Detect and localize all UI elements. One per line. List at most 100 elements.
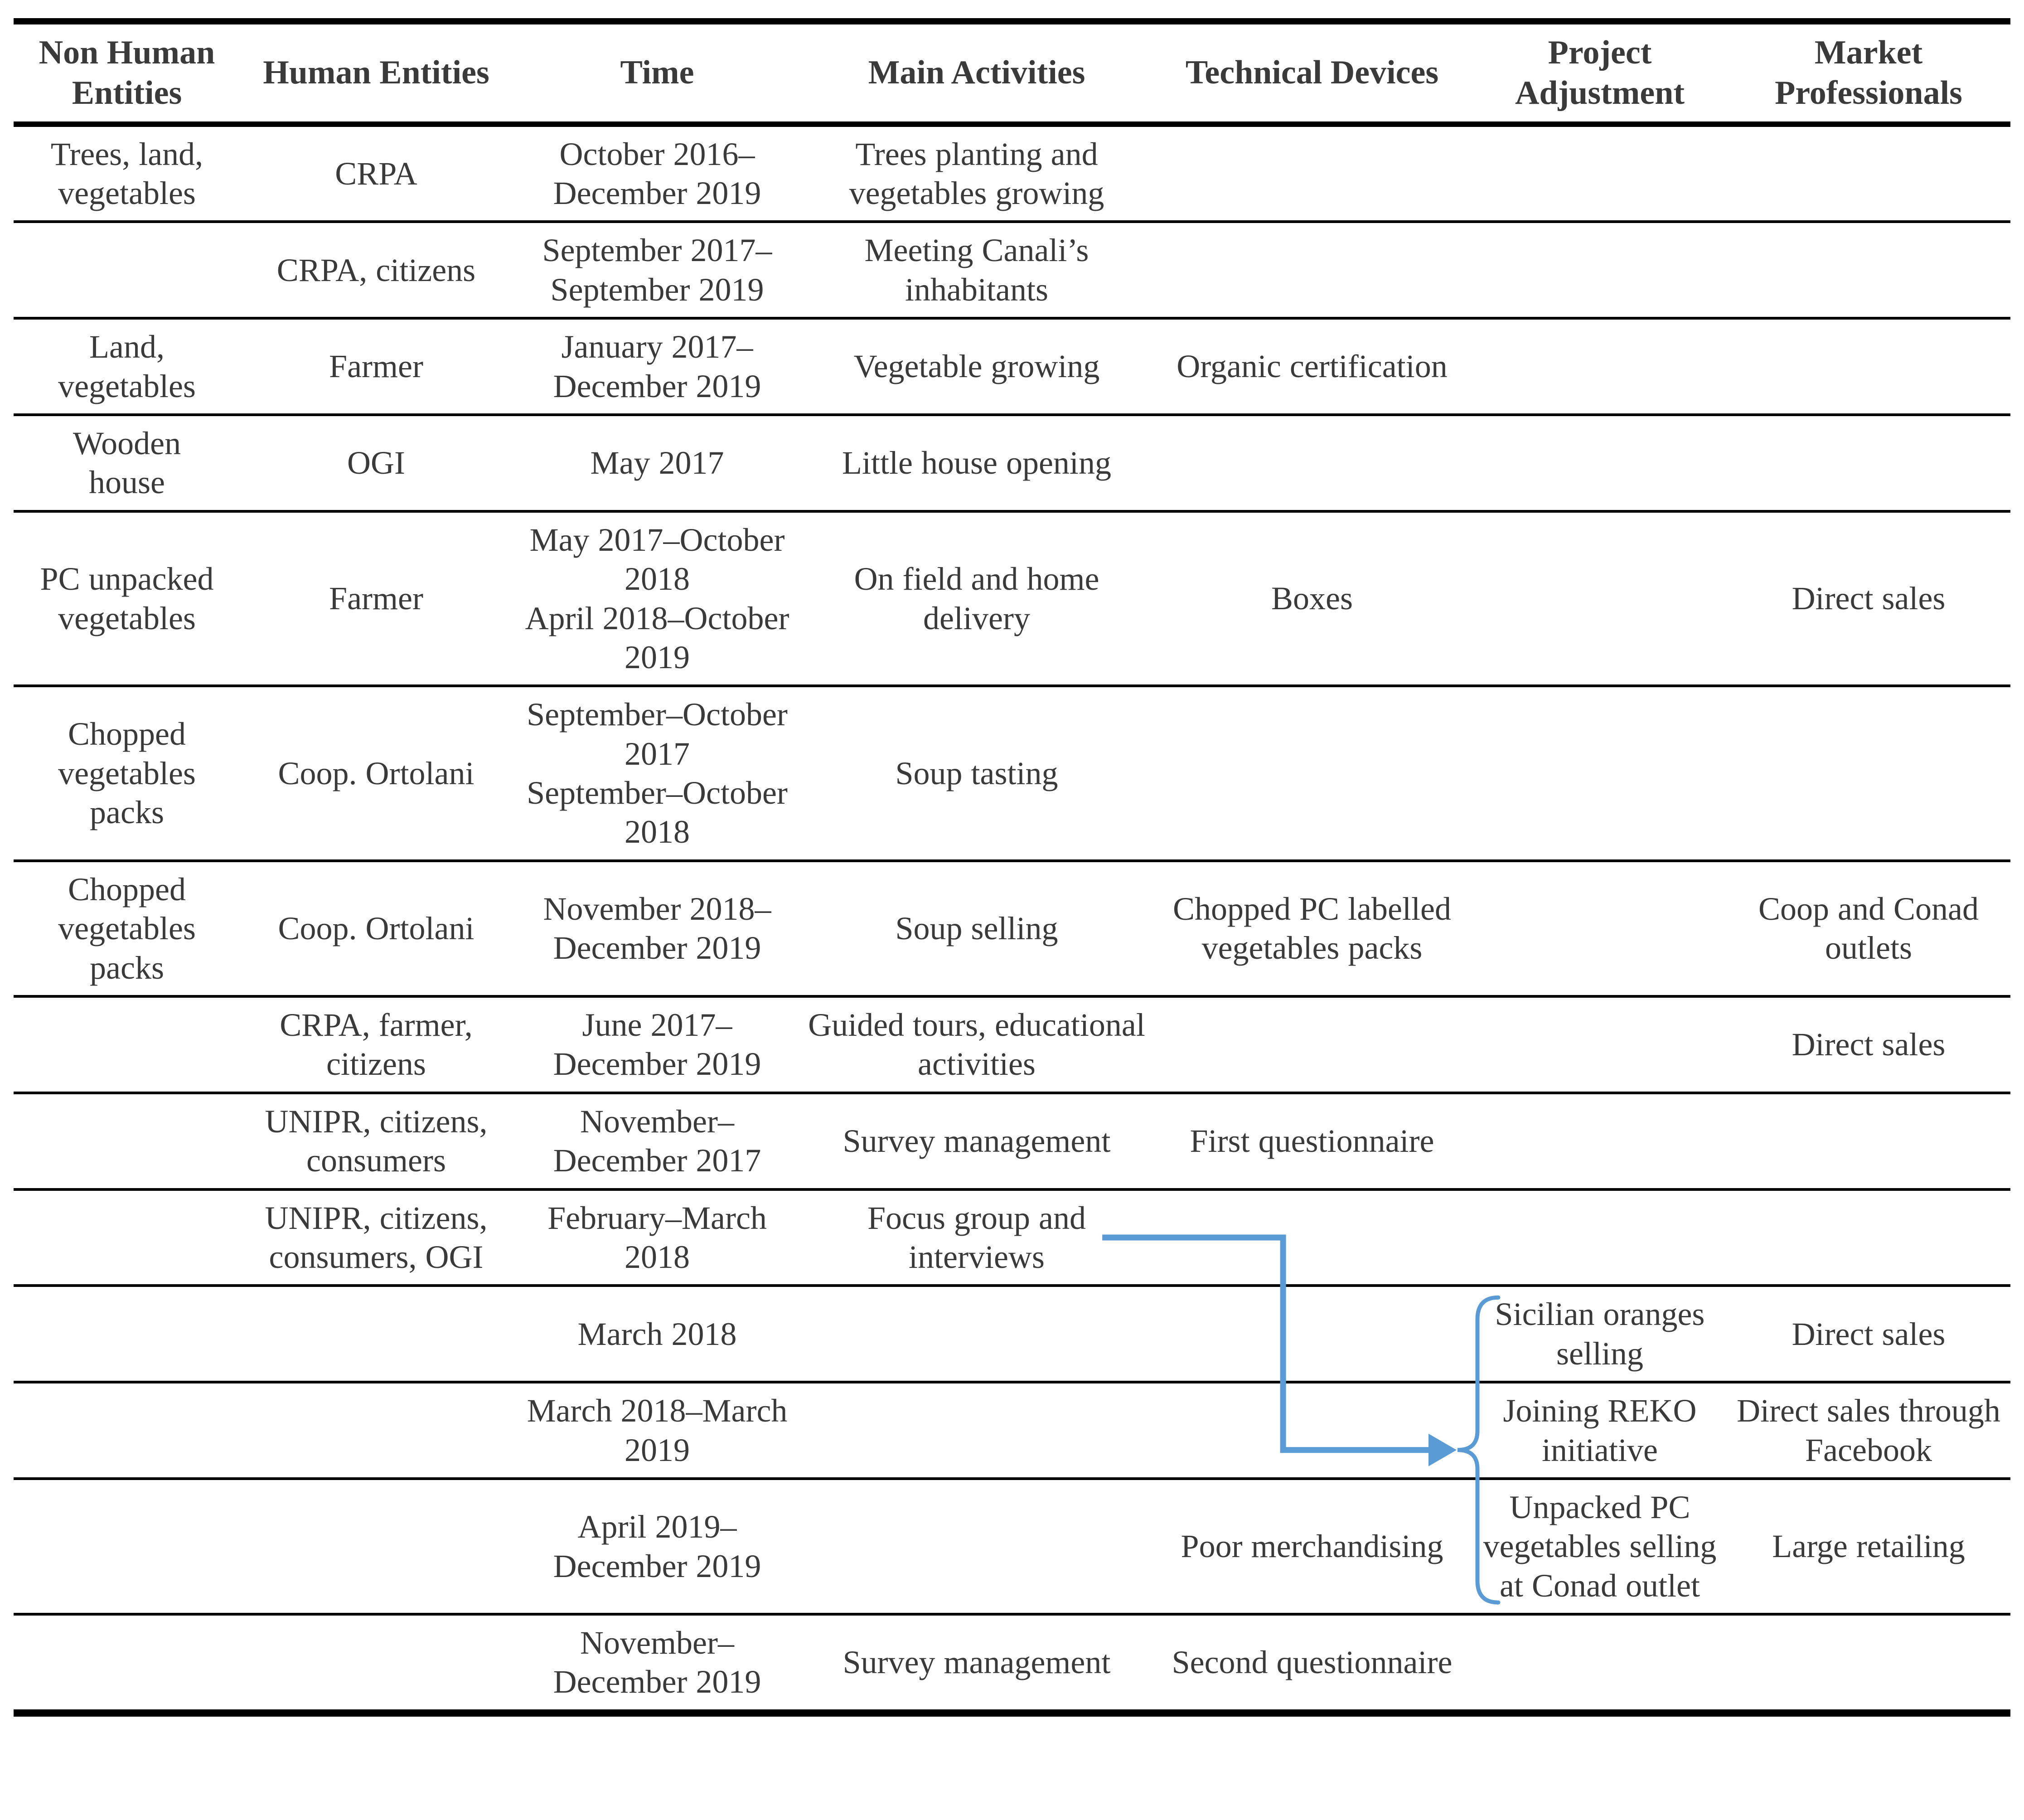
cell-time: November–December 2019 (512, 1613, 802, 1713)
cell-time: September 2017–September 2019 (512, 220, 802, 319)
column-header-market-professionals: Market Professionals (1727, 21, 2010, 127)
cell-project-adjustment (1473, 1188, 1727, 1286)
column-header-time: Time (512, 21, 802, 127)
cell-non-human-entities: PC unpacked vegetables (14, 510, 240, 686)
cell-technical-devices (1151, 1188, 1473, 1286)
cell-time: June 2017–December 2019 (512, 995, 802, 1093)
cell-project-adjustment (1473, 510, 1727, 686)
cell-main-activities: Meeting Canali’s inhabitants (802, 220, 1151, 319)
cell-non-human-entities: Wooden house (14, 413, 240, 511)
cell-technical-devices: Organic certification (1151, 317, 1473, 415)
cell-main-activities: On field and home delivery (802, 510, 1151, 686)
cell-project-adjustment: Sicilian oranges selling (1473, 1284, 1727, 1383)
project-timeline-table: Non Human Entities Human Entities Time M… (14, 18, 2010, 1717)
cell-main-activities: Survey management (802, 1613, 1151, 1713)
cell-human-entities (240, 1284, 512, 1383)
cell-human-entities: CRPA, citizens (240, 220, 512, 319)
cell-human-entities: Farmer (240, 510, 512, 686)
cell-market-professionals: Direct sales (1727, 1284, 2010, 1383)
cell-project-adjustment: Joining REKO initiative (1473, 1381, 1727, 1479)
cell-project-adjustment (1473, 317, 1727, 415)
cell-main-activities: Survey management (802, 1091, 1151, 1189)
cell-technical-devices (1151, 1381, 1473, 1479)
cell-market-professionals: Coop and Conad outlets (1727, 859, 2010, 997)
cell-market-professionals (1727, 220, 2010, 319)
cell-technical-devices: First questionnaire (1151, 1091, 1473, 1189)
column-header-main-activities: Main Activities (802, 21, 1151, 127)
cell-market-professionals (1727, 413, 2010, 511)
cell-market-professionals (1727, 124, 2010, 222)
cell-project-adjustment: Unpacked PC vegetables selling at Conad … (1473, 1477, 1727, 1615)
cell-human-entities: Coop. Ortolani (240, 684, 512, 861)
cell-time: February–March 2018 (512, 1188, 802, 1286)
cell-project-adjustment (1473, 124, 1727, 222)
cell-non-human-entities (14, 995, 240, 1093)
cell-main-activities (802, 1284, 1151, 1383)
cell-project-adjustment (1473, 413, 1727, 511)
table-row: March 2018–March 2019 Joining REKO initia… (14, 1381, 2010, 1479)
cell-project-adjustment (1473, 995, 1727, 1093)
column-header-technical-devices: Technical Devices (1151, 21, 1473, 127)
cell-main-activities: Vegetable growing (802, 317, 1151, 415)
cell-time: October 2016–December 2019 (553, 136, 761, 211)
cell-market-professionals: Direct sales (1727, 995, 2010, 1093)
cell-project-adjustment (1473, 1091, 1727, 1189)
cell-non-human-entities: Land, vegetables (14, 317, 240, 415)
cell-human-entities (240, 1613, 512, 1713)
cell-project-adjustment (1473, 684, 1727, 861)
cell-non-human-entities (14, 1381, 240, 1479)
cell-technical-devices (1151, 995, 1473, 1093)
cell-non-human-entities (14, 1477, 240, 1615)
cell-market-professionals: Direct sales through Facebook (1727, 1381, 2010, 1479)
cell-time: April 2019–December 2019 (512, 1477, 802, 1615)
cell-technical-devices (1151, 684, 1473, 861)
cell-technical-devices (1151, 413, 1473, 511)
cell-time: March 2018–March 2019 (512, 1381, 802, 1479)
cell-technical-devices (1151, 1284, 1473, 1383)
cell-human-entities: CRPA, farmer, citizens (240, 995, 512, 1093)
cell-time: March 2018 (512, 1284, 802, 1383)
cell-time: January 2017–December 2019 (512, 317, 802, 415)
cell-main-activities (802, 1381, 1151, 1479)
cell-human-entities: Farmer (240, 317, 512, 415)
cell-technical-devices: Boxes (1151, 510, 1473, 686)
cell-technical-devices: Chopped PC labelled vegetables packs (1151, 859, 1473, 997)
cell-market-professionals (1727, 1188, 2010, 1286)
cell-market-professionals (1727, 1091, 2010, 1189)
cell-human-entities: UNIPR, citizens, consumers (240, 1091, 512, 1189)
cell-non-human-entities (14, 1613, 240, 1713)
cell-time: May 2017–October 2018 April 2018–October… (512, 510, 802, 686)
cell-technical-devices (1151, 220, 1473, 319)
cell-human-entities: UNIPR, citizens, consumers, OGI (240, 1188, 512, 1286)
cell-main-activities: Focus group and interviews (802, 1188, 1151, 1286)
cell-human-entities (240, 1477, 512, 1615)
cell-non-human-entities: Chopped vegetables packs (14, 859, 240, 997)
cell-technical-devices: Poor merchandising (1151, 1477, 1473, 1615)
table-row: April 2019–December 2019 Poor merchandisi… (14, 1477, 2010, 1615)
column-header-human-entities: Human Entities (240, 21, 512, 127)
cell-non-human-entities (14, 1188, 240, 1286)
cell-market-professionals (1727, 1613, 2010, 1713)
cell-non-human-entities (14, 1091, 240, 1189)
cell-main-activities: Trees planting and vegetables growing (849, 136, 1104, 211)
cell-main-activities: Soup selling (802, 859, 1151, 997)
cell-project-adjustment (1473, 859, 1727, 997)
table-header-row: Non Human Entities Human Entities Time M… (14, 21, 2010, 127)
cell-main-activities: Guided tours, educational activities (802, 995, 1151, 1093)
cell-project-adjustment (1473, 220, 1727, 319)
cell-project-adjustment (1473, 1613, 1727, 1713)
cell-market-professionals: Direct sales (1727, 510, 2010, 686)
cell-market-professionals (1727, 317, 2010, 415)
cell-time: November–December 2017 (512, 1091, 802, 1189)
